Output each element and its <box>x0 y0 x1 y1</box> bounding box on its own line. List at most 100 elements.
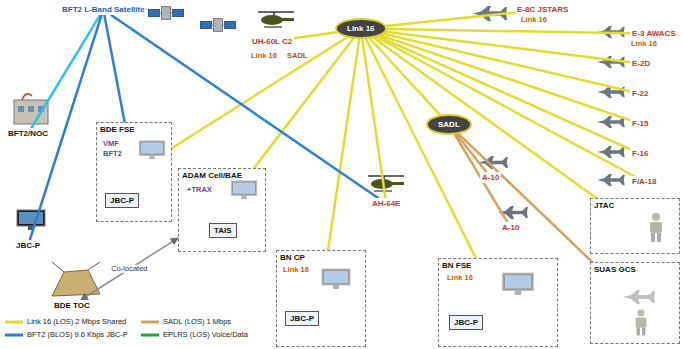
legend-text: EPLRS (LOS) Voice/Data <box>163 331 248 339</box>
node-text: UH-60L C2 <box>252 37 292 46</box>
network-hub: Link 16 <box>335 18 387 39</box>
node-text: JBC-P <box>454 318 478 327</box>
node-text: ADAM Cell/BAE <box>182 171 262 180</box>
tent-icon <box>52 262 100 296</box>
aircraft-icon <box>597 174 624 186</box>
link-tag: Link 16 <box>630 40 658 48</box>
link-line <box>455 135 507 222</box>
terminal-box: JBC-P <box>285 311 319 326</box>
aircraft-label: F-16 <box>630 148 650 159</box>
node-text: Link 16 <box>347 24 375 33</box>
link-line <box>457 135 487 172</box>
aircraft-label: E-8C JSTARS <box>515 4 570 15</box>
link-tag: Link 16 <box>250 52 278 60</box>
link-line <box>387 29 630 33</box>
node-text: BFT2 L-Band Satellite <box>62 5 145 14</box>
legend-line <box>141 334 159 337</box>
link-tag: +TRAX <box>186 186 213 194</box>
link-tag: Link 16 <box>520 16 548 24</box>
legend-sample <box>140 331 160 339</box>
link-line <box>383 34 630 91</box>
legend-line <box>5 334 23 337</box>
link-line <box>362 39 385 198</box>
link-line <box>31 15 100 128</box>
aircraft-label: A-10 <box>500 222 521 233</box>
legend-entry: Link 16 (LOS) 2 Mbps Shared <box>4 318 126 326</box>
node-text: BN CP <box>280 253 362 262</box>
node-text: JTAC <box>594 201 676 210</box>
node-text: JBC-P <box>16 241 40 250</box>
legend-entry: BFT2 (BLOS) 9.6 Kbps JBC-P <box>4 331 128 339</box>
cell-group: BN FSE JBC-P <box>438 258 558 347</box>
node-text: BFT2/NOC <box>8 129 48 138</box>
legend-text: BFT2 (BLOS) 9.6 Kbps JBC-P <box>27 331 128 339</box>
satellite-icon <box>200 19 236 32</box>
legend-line <box>5 321 23 324</box>
terminal-box: JBC-P <box>449 315 483 330</box>
aircraft-label: UH-60L C2 <box>250 36 294 47</box>
link-tag: BFT2 <box>102 150 123 158</box>
link-line <box>81 238 178 300</box>
aircraft-icon <box>597 146 624 158</box>
terminal-label: JBC-P <box>14 240 42 251</box>
legend-entry: EPLRS (LOS) Voice/Data <box>140 331 248 339</box>
node-text: E-2D <box>632 59 650 68</box>
aircraft-label: E-3 AWACS <box>630 28 678 39</box>
link-tag: Link 16 <box>282 266 310 274</box>
helicopter-icon <box>368 176 404 191</box>
node-text: A-10 <box>482 173 499 182</box>
legend-sample <box>140 318 160 326</box>
legend-line <box>141 321 159 324</box>
link-line <box>374 38 597 198</box>
aircraft-label: F-22 <box>630 88 650 99</box>
link-line <box>385 32 630 63</box>
aircraft-label: A-10 <box>480 172 501 183</box>
cell-group: BDE FSE JBC-P <box>96 122 172 222</box>
node-text: A-10 <box>502 223 519 232</box>
site-label: BDE TOC <box>52 300 92 311</box>
link-line <box>104 15 124 122</box>
node-text: F-22 <box>632 89 648 98</box>
legend-sample <box>4 318 24 326</box>
link-line <box>328 39 359 250</box>
aircraft-label: E-2D <box>630 58 652 69</box>
legend-sample <box>4 331 24 339</box>
node-text: F-15 <box>632 119 648 128</box>
aircraft-label: F/A-18 <box>630 176 658 187</box>
link-tag: SADL <box>286 52 308 60</box>
node-text: F/A-18 <box>632 177 656 186</box>
link-line <box>376 37 633 176</box>
cell-group: JTAC <box>590 198 680 254</box>
cell-group: SUAS GCS <box>590 262 680 344</box>
node-text: TAIS <box>214 226 232 235</box>
node-text: AH-64E <box>372 199 400 208</box>
link-line <box>294 32 336 38</box>
link-tag: VMF <box>102 140 120 148</box>
link-line <box>370 39 440 115</box>
terminal-box: TAIS <box>209 223 237 238</box>
node-text: JBC-P <box>110 196 134 205</box>
cell-group: BN CP JBC-P <box>276 250 366 347</box>
link-line <box>459 134 592 262</box>
link-line <box>386 12 515 25</box>
aircraft-label: AH-64E <box>370 198 402 209</box>
network-hub: SADL <box>426 114 472 135</box>
legend-text: Link 16 (LOS) 2 Mbps Shared <box>27 318 126 326</box>
terminal-box: JBC-P <box>105 193 139 208</box>
satellite-label: BFT2 L-Band Satellite <box>60 4 147 15</box>
helicopter-icon <box>258 12 294 27</box>
site-label: BFT2/NOC <box>6 128 50 139</box>
node-text: BN FSE <box>442 261 554 270</box>
legend-entry: SADL (LOS) 1 Mbps <box>140 318 231 326</box>
node-text: E-8C JSTARS <box>517 5 568 14</box>
legend-text: SADL (LOS) 1 Mbps <box>163 318 231 326</box>
link-line <box>172 37 347 147</box>
node-text: JBC-P <box>290 314 314 323</box>
laptop-icon <box>17 210 45 230</box>
cell-group: ADAM Cell/BAE TAIS <box>178 168 266 252</box>
node-text: E-3 AWACS <box>632 29 676 38</box>
node-text: SUAS GCS <box>594 265 676 274</box>
node-text: BDE TOC <box>54 301 90 310</box>
node-text: BDE FSE <box>100 125 168 134</box>
link-tag: Link 16 <box>446 274 474 282</box>
